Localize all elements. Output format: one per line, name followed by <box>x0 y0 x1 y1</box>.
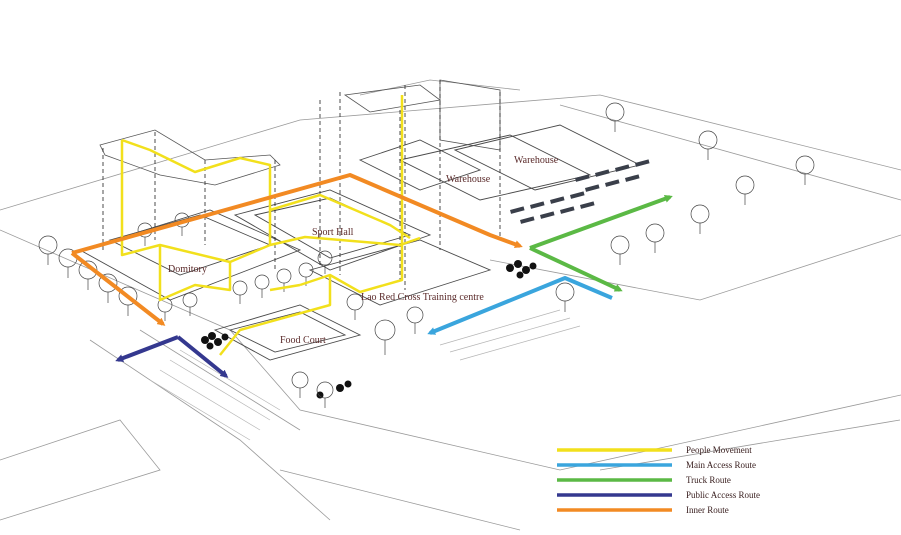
food-court-label: Food Court <box>280 335 326 346</box>
tree <box>38 235 58 265</box>
tree <box>605 102 625 132</box>
public-access-route-arrow <box>115 335 179 362</box>
tree <box>690 204 710 234</box>
warehouse-label-2: Warehouse <box>514 155 559 166</box>
legend: People Movement Main Access Route Truck … <box>557 445 760 515</box>
tree <box>795 155 815 185</box>
dashed-projection-lines <box>102 80 501 290</box>
shrub-clusters <box>201 260 537 399</box>
training-centre-label: Lao Red Cross Training centre <box>361 292 484 303</box>
tree <box>645 223 665 253</box>
tree <box>254 274 270 298</box>
truck-route-arrow <box>529 246 623 292</box>
tree <box>374 319 396 355</box>
inner-route <box>70 173 523 326</box>
legend-item-public-access-route: Public Access Route <box>557 490 760 500</box>
tree <box>291 371 309 398</box>
legend-item-people-movement: People Movement <box>557 445 752 455</box>
dormitory-label: Domitory <box>168 264 207 275</box>
public-access-route-arrow <box>176 335 229 378</box>
tree <box>182 292 198 316</box>
tree <box>346 293 364 320</box>
inner-route-arrow <box>71 173 523 255</box>
main-access-route <box>427 276 613 335</box>
public-access-route <box>115 335 229 378</box>
tree <box>406 306 424 334</box>
people-movement-route <box>120 95 421 356</box>
truck-parking-block <box>510 159 650 224</box>
tree <box>610 235 630 265</box>
legend-item-truck-route: Truck Route <box>557 475 731 485</box>
main-access-route-arrow <box>427 276 613 335</box>
tree <box>735 175 755 205</box>
sport-hall-label: Sport Hall <box>312 227 354 238</box>
truck-route-arrow <box>529 194 673 250</box>
tree <box>298 262 314 286</box>
tree <box>317 250 333 274</box>
tree <box>698 130 718 160</box>
legend-label: Inner Route <box>686 505 729 515</box>
tree <box>232 280 248 304</box>
warehouse-label-1: Warehouse <box>446 174 491 185</box>
tree <box>118 286 138 316</box>
inner-route-arrow <box>70 251 166 326</box>
tree <box>555 282 575 312</box>
parking-bays-left <box>149 349 281 441</box>
parking-bays-right <box>439 309 581 361</box>
legend-label: Main Access Route <box>686 460 756 470</box>
legend-label: Public Access Route <box>686 490 760 500</box>
legend-label: Truck Route <box>686 475 731 485</box>
truck-route <box>529 194 673 292</box>
legend-item-inner-route: Inner Route <box>557 505 729 515</box>
legend-label: People Movement <box>686 445 752 455</box>
tree <box>98 273 118 303</box>
ground-linework <box>0 79 901 531</box>
tree <box>316 381 334 408</box>
legend-item-main-access-route: Main Access Route <box>557 460 756 470</box>
